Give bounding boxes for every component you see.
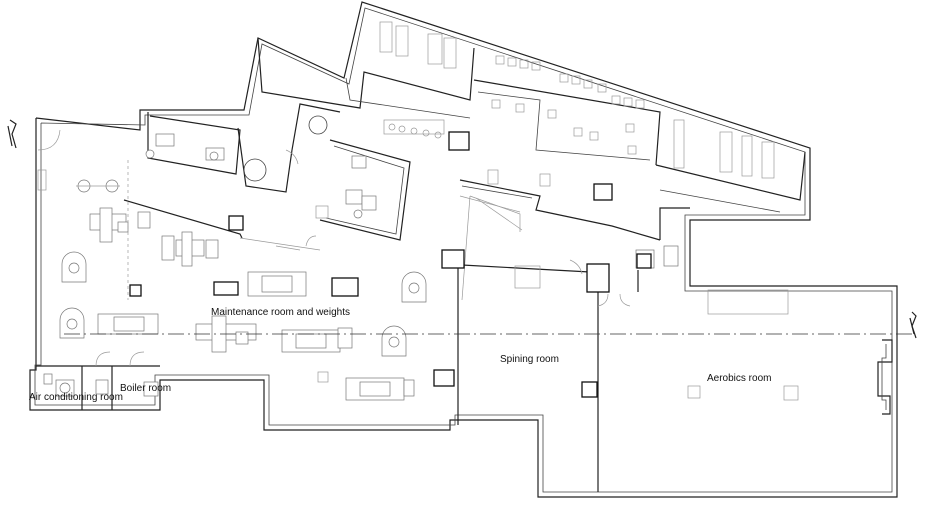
east-wall-details — [659, 207, 893, 415]
room-label-maintenance: Maintenance room and weights — [211, 307, 350, 318]
service-rooms — [36, 351, 160, 410]
changing-wing — [257, 21, 806, 213]
room-label-spinning: Spining room — [500, 354, 559, 365]
entrance-stair — [7, 119, 917, 339]
room-label-aerobics: Aerobics room — [707, 373, 772, 384]
structural-columns — [129, 131, 799, 401]
gym-equipment — [59, 179, 427, 401]
room-label-air-conditioning: Air conditioning room — [29, 392, 123, 403]
office-block — [123, 103, 411, 251]
room-label-boiler: Boiler room — [120, 383, 172, 394]
inner-partitions — [457, 179, 789, 492]
outer-walls — [29, 1, 898, 498]
